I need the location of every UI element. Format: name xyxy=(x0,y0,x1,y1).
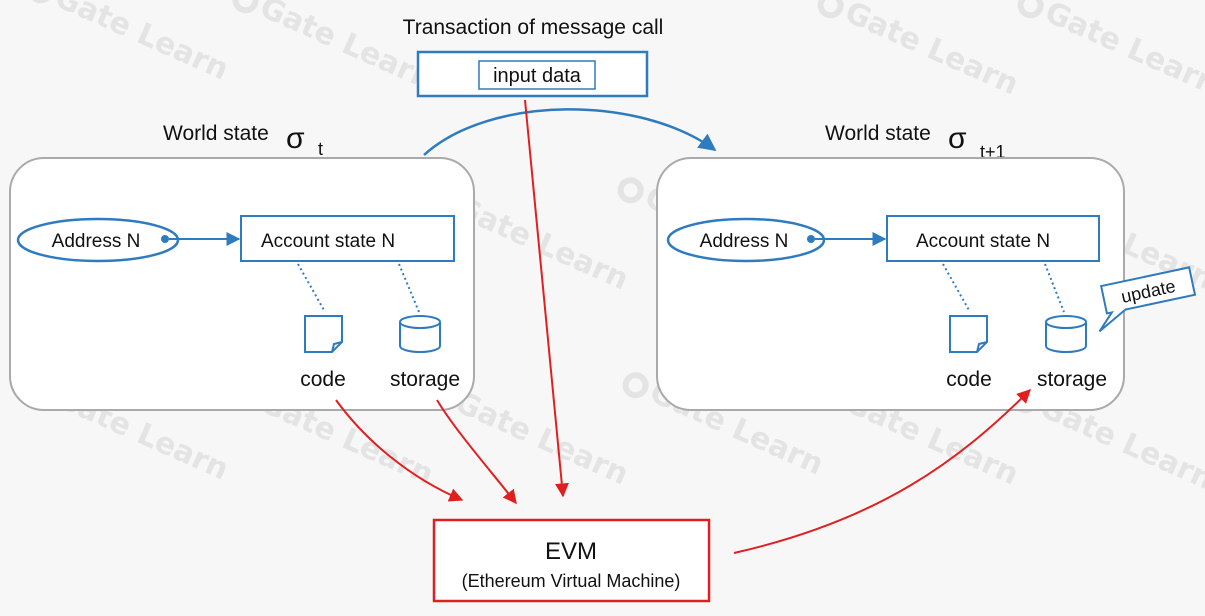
evm-title: EVM xyxy=(545,538,597,565)
right-sigma-symbol: σ xyxy=(948,122,967,155)
left-world-state-title: World state xyxy=(163,122,269,145)
state-transition-arrow xyxy=(423,108,717,156)
left-storage-label: storage xyxy=(390,368,460,391)
left-sigma-subscript: t xyxy=(318,139,323,159)
evm-to-storage-arrow xyxy=(733,389,1031,554)
right-storage-icon xyxy=(1045,315,1087,353)
input-data-to-evm-arrow xyxy=(524,99,569,498)
right-storage-label: storage xyxy=(1037,368,1107,391)
transaction-title: Transaction of message call xyxy=(403,16,664,39)
right-account-code-link xyxy=(942,263,971,313)
input-data-label: input data xyxy=(493,65,582,87)
left-code-label: code xyxy=(300,368,346,391)
right-code-icon xyxy=(949,315,988,353)
left-sigma-symbol: σ xyxy=(286,122,305,155)
right-address-dot xyxy=(807,235,815,243)
right-code-label: code xyxy=(946,368,992,391)
left-storage-icon xyxy=(399,315,441,353)
left-account-label: Account state N xyxy=(261,231,395,252)
right-account-box xyxy=(886,215,1100,262)
left-account-code-link xyxy=(297,263,326,313)
right-address-label: Address N xyxy=(700,231,789,252)
input-data-box xyxy=(478,60,596,90)
left-account-storage-link xyxy=(398,263,420,313)
evm-box xyxy=(432,518,711,603)
right-account-label: Account state N xyxy=(916,231,1050,252)
evm-subtitle: (Ethereum Virtual Machine) xyxy=(462,571,681,591)
left-address-dot xyxy=(161,235,169,243)
left-account-box xyxy=(240,215,455,262)
right-world-state-title: World state xyxy=(825,122,931,145)
code-to-evm-arrow xyxy=(335,399,464,502)
left-address-label: Address N xyxy=(52,231,141,252)
left-code-icon xyxy=(304,315,343,353)
right-account-storage-link xyxy=(1044,263,1065,313)
storage-to-evm-arrow xyxy=(436,399,517,505)
